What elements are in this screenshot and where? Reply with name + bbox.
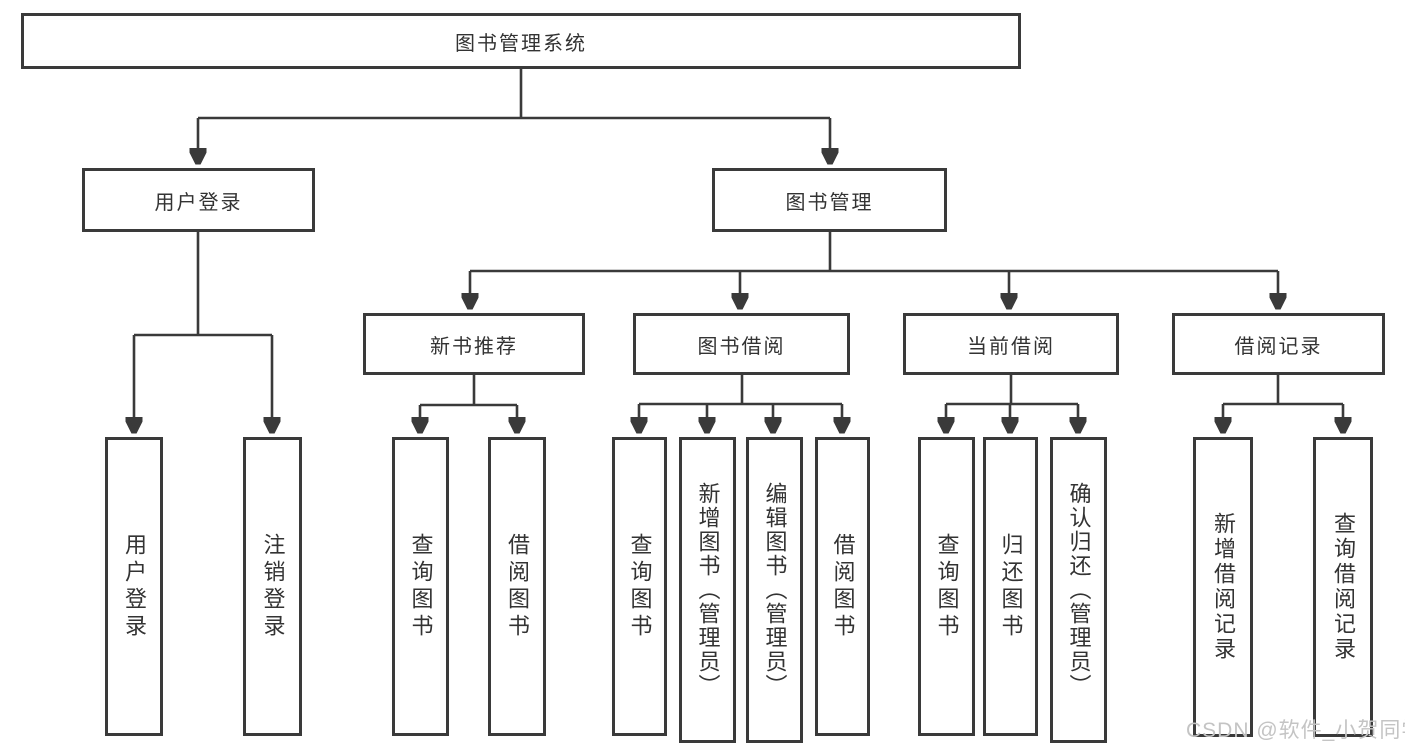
leaf-return-book: 归还图书 bbox=[983, 437, 1038, 736]
node-root-library-system: 图书管理系统 bbox=[21, 13, 1021, 69]
leaf-rec-query-book: 查询图书 bbox=[392, 437, 449, 736]
leaf-borrow-query-book: 查询图书 bbox=[612, 437, 667, 736]
leaf-logout: 注销登录 bbox=[243, 437, 302, 736]
leaf-borrow-borrow-book: 借阅图书 bbox=[815, 437, 870, 736]
node-current-borrow: 当前借阅 bbox=[903, 313, 1119, 375]
leaf-add-book-admin: 新增图书（管理员） bbox=[679, 437, 736, 743]
leaf-edit-book-admin: 编辑图书（管理员） bbox=[746, 437, 803, 743]
csdn-watermark: CSDN @软件_小贺同学 bbox=[1186, 719, 1405, 742]
node-borrow-records: 借阅记录 bbox=[1172, 313, 1385, 375]
node-book-management: 图书管理 bbox=[712, 168, 947, 232]
node-book-borrow: 图书借阅 bbox=[633, 313, 850, 375]
leaf-confirm-return-admin: 确认归还（管理员） bbox=[1050, 437, 1107, 743]
leaf-current-query-book: 查询图书 bbox=[918, 437, 975, 736]
node-new-book-recommend: 新书推荐 bbox=[363, 313, 585, 375]
leaf-rec-borrow-book: 借阅图书 bbox=[488, 437, 546, 736]
leaf-add-borrow-record: 新增借阅记录 bbox=[1193, 437, 1253, 737]
leaf-user-login: 用户登录 bbox=[105, 437, 163, 736]
node-user-login: 用户登录 bbox=[82, 168, 315, 232]
leaf-query-borrow-record: 查询借阅记录 bbox=[1313, 437, 1373, 737]
